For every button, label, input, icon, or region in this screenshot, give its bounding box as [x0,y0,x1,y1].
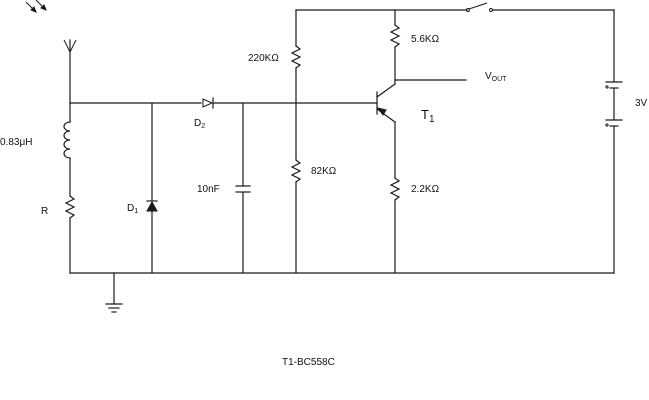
resistor-r [64,195,76,274]
resistor-5-6k-label: 5.6KΩ [411,34,440,45]
resistor-220k-label: 220KΩ [248,53,279,64]
resistor-220k [290,9,302,104]
diode-d2 [202,97,214,109]
diode-d1-label-sub: 1 [134,208,138,215]
diode-d1 [146,102,158,274]
transistor-t1 [376,83,396,123]
light-rays-icon [25,0,47,13]
transistor-label: T1 [421,107,435,125]
inductor [63,102,71,197]
antenna-icon [63,39,77,104]
output-label: VOUT [485,71,507,83]
resistor-82k-label: 82KΩ [311,166,337,177]
resistor-2-2k-label: 2.2KΩ [411,184,440,195]
part-note: T1-BC558C [282,357,335,368]
resistor-82k [290,102,302,274]
diode-d1-label-main: D [127,203,134,214]
ground-icon [105,272,123,313]
resistor-5-6k [389,9,401,85]
output-label-sub: OUT [492,76,508,83]
capacitor [235,102,251,274]
diode-d1-label: D1 [127,203,138,215]
switch-icon [466,2,493,12]
inductor-label: 0.83μH [0,137,32,148]
resistor-2-2k [389,121,401,274]
transistor-label-sub: 1 [429,114,435,125]
resistor-r-label: R [41,206,48,217]
battery [605,9,623,274]
capacitor-label: 10nF [197,184,220,195]
transistor-label-main: T [421,107,429,122]
diode-d2-label-sub: 2 [201,123,205,130]
battery-label: 3V [635,98,648,109]
diode-d2-label: D2 [194,118,205,130]
diode-d2-label-main: D [194,118,201,129]
output-label-main: V [485,71,492,82]
